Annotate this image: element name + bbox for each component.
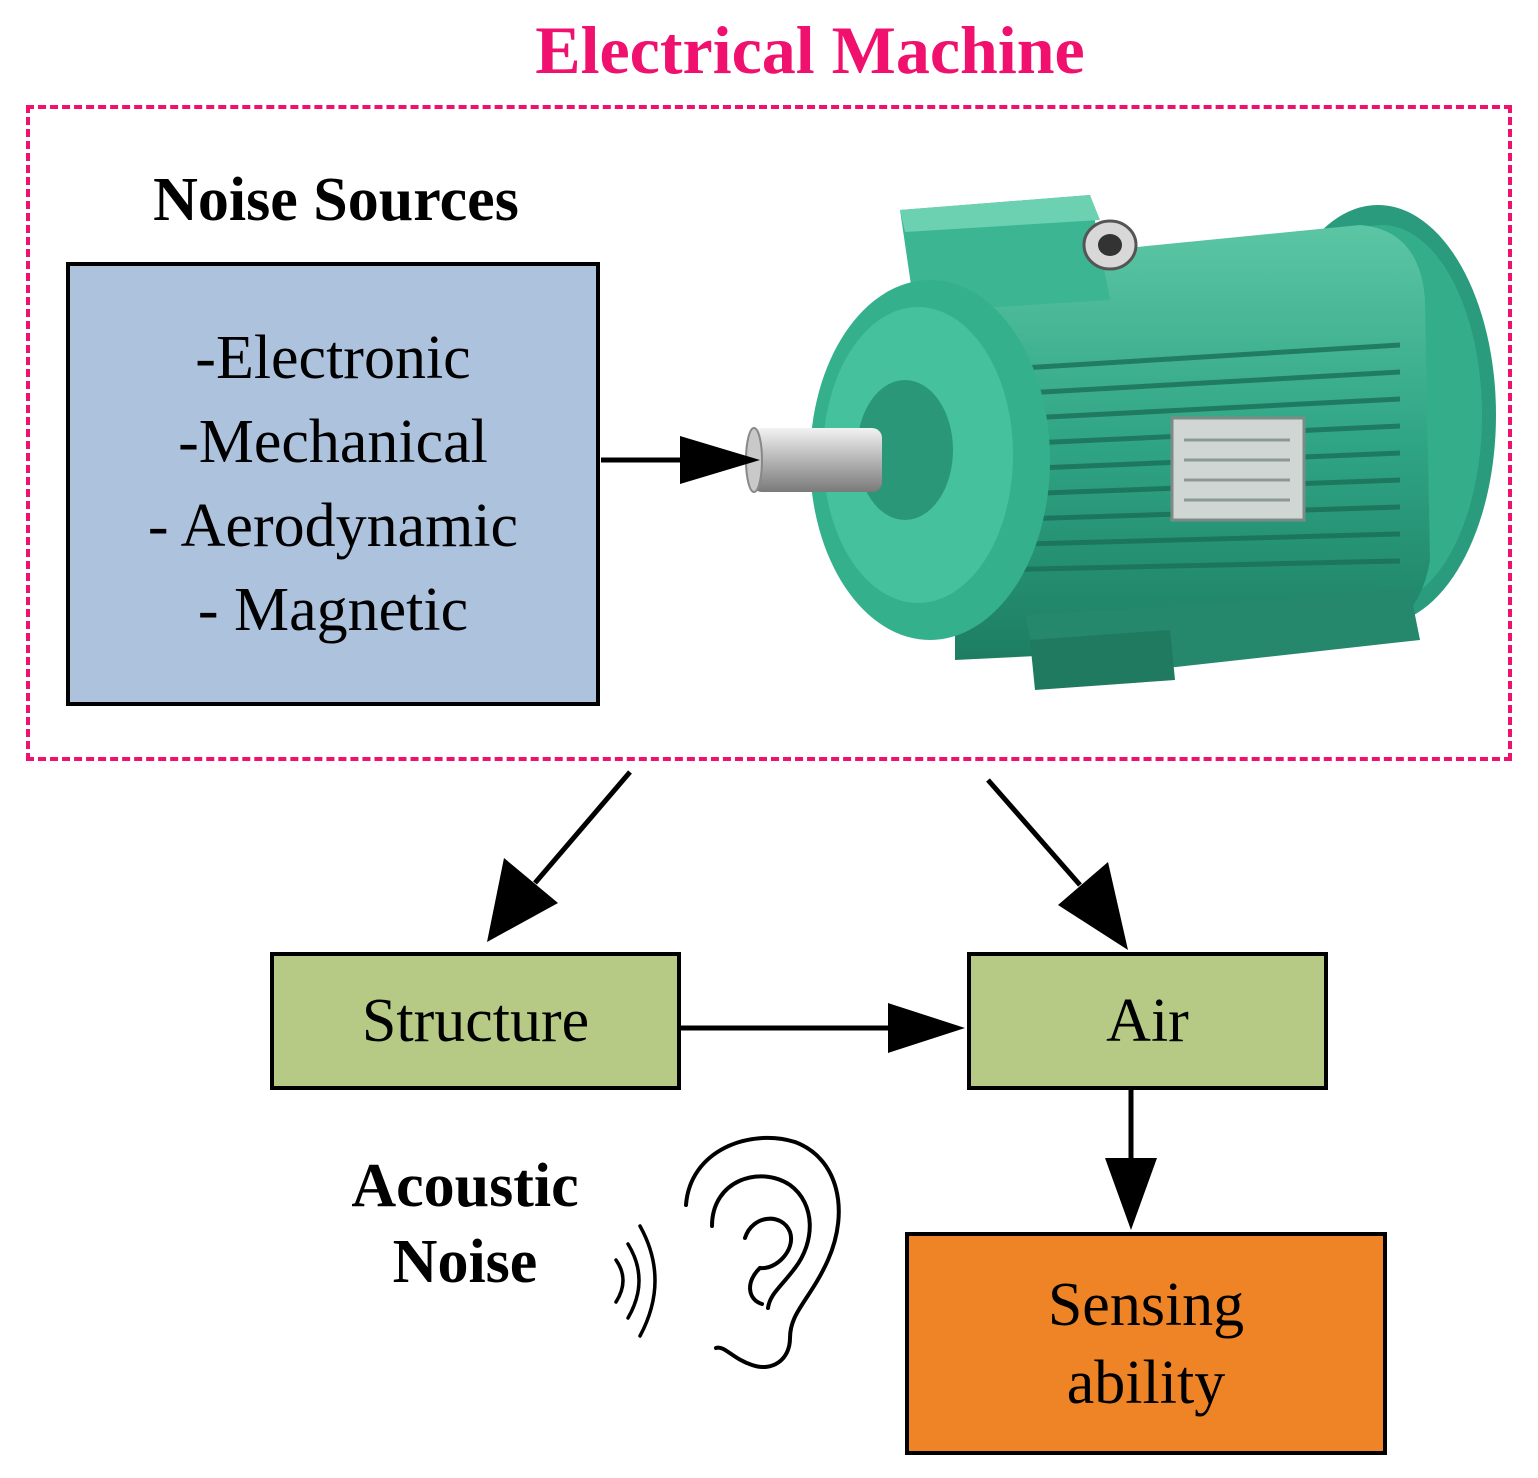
machine-boundary (26, 105, 1512, 761)
noise-sources-box: -Electronic -Mechanical - Aerodynamic - … (66, 262, 600, 706)
acoustic-noise-label: Acoustic Noise (300, 1148, 630, 1300)
source-mechanical: -Mechanical (178, 408, 488, 476)
sensing-label-line-1: Sensing (1047, 1270, 1245, 1339)
air-label: Air (1106, 987, 1189, 1055)
connector-air-to-sensing (1105, 1090, 1157, 1230)
acoustic-label-line-1: Acoustic (351, 1152, 579, 1220)
structure-node: Structure (270, 952, 681, 1090)
sensing-label-line-2: ability (1066, 1348, 1226, 1417)
structure-label: Structure (361, 987, 590, 1055)
source-electronic: -Electronic (195, 324, 471, 392)
source-aerodynamic: - Aerodynamic (147, 492, 519, 560)
connector-sources-to-motor (601, 436, 760, 484)
electric-motor-icon (745, 195, 1496, 690)
sensing-ability-node: Sensing ability (905, 1232, 1387, 1455)
connector-machine-to-air (986, 778, 1128, 950)
noise-sources-heading: Noise Sources (153, 166, 519, 234)
ear-icon (684, 1136, 841, 1369)
connector-machine-to-structure (487, 770, 632, 942)
air-node: Air (967, 952, 1328, 1090)
machine-title: Electrical Machine (535, 12, 1085, 88)
source-magnetic: - Magnetic (197, 576, 469, 644)
acoustic-label-line-2: Noise (392, 1228, 538, 1296)
connector-structure-to-air (681, 1003, 965, 1053)
sound-waves-icon (614, 1224, 657, 1338)
